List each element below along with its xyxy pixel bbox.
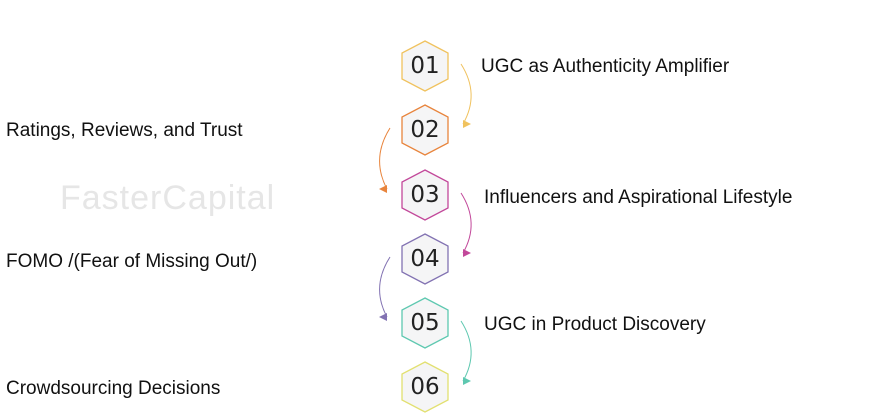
step-number: 03 [410,182,440,208]
step-number: 06 [410,374,440,400]
step-label-04: FOMO /(Fear of Missing Out/) [6,251,258,272]
arrowhead-icon [463,249,471,257]
connector-arrow [379,256,391,318]
arrowhead-icon [379,185,387,193]
step-label-03: Influencers and Aspirational Lifestyle [484,187,793,208]
step-number: 05 [410,310,440,336]
step-label-01: UGC as Authenticity Amplifier [481,56,730,77]
step-number: 04 [410,246,440,272]
arrowhead-icon [463,120,471,128]
arrowhead-icon [463,377,471,385]
step-hexagon-03: 03 [400,168,450,222]
step-hexagon-06: 06 [400,360,450,414]
step-hexagon-04: 04 [400,232,450,286]
connector-arrow [460,63,472,125]
step-hexagon-05: 05 [400,296,450,350]
step-label-02: Ratings, Reviews, and Trust [6,120,243,141]
step-number: 02 [410,117,440,143]
arrowhead-icon [379,313,387,321]
connector-arrow [460,320,472,382]
step-number: 01 [410,53,440,79]
step-hexagon-01: 01 [400,39,450,93]
step-label-05: UGC in Product Discovery [484,314,706,335]
connector-arrows [379,63,472,385]
step-label-06: Crowdsourcing Decisions [6,378,221,399]
connector-arrow [379,127,391,190]
watermark: FasterCapital [60,179,276,217]
connector-arrow [460,192,472,254]
step-hexagon-02: 02 [400,103,450,157]
